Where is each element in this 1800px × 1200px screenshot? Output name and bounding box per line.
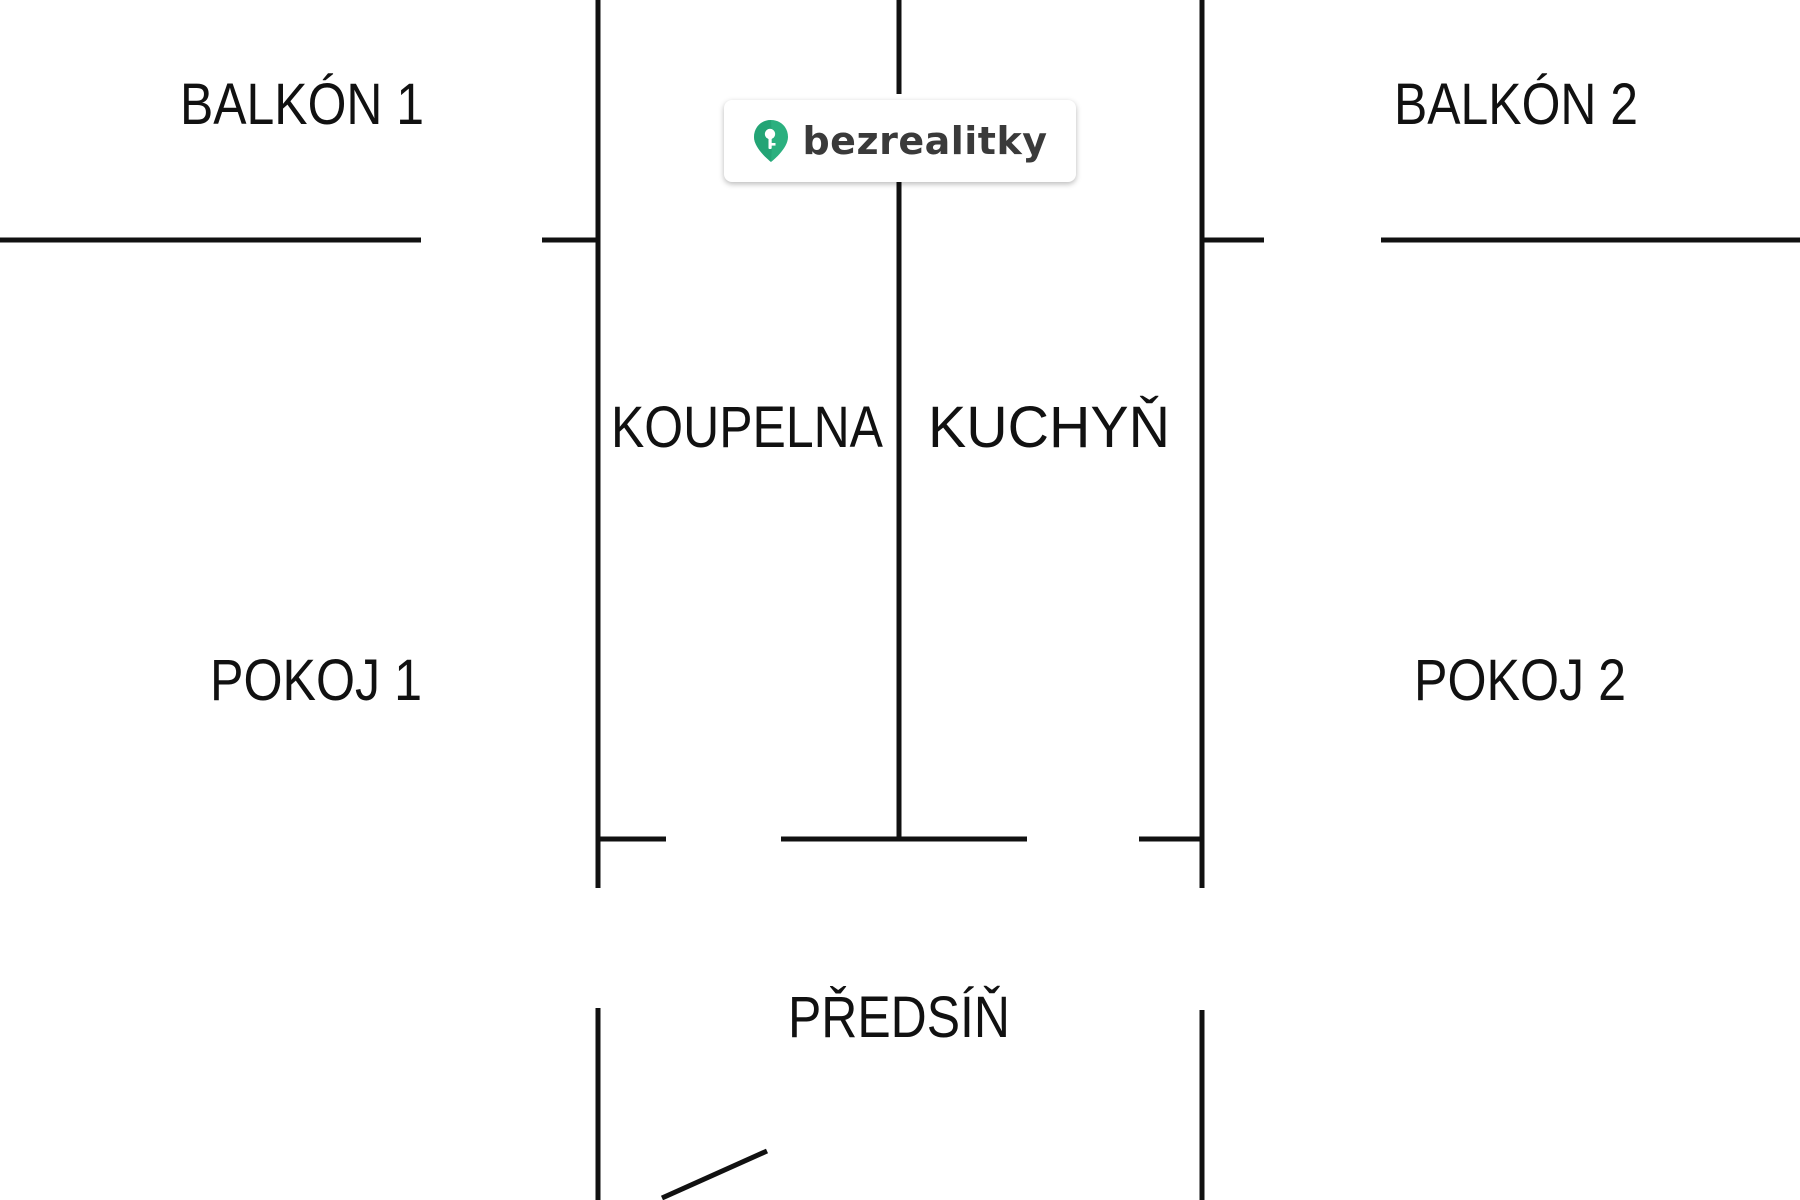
room-label-koupelna: KOUPELNA [611, 395, 883, 460]
room-label-balkon1: BALKÓN 1 [180, 72, 424, 137]
room-label-balkon2: BALKÓN 2 [1394, 72, 1638, 137]
room-label-pokoj2: POKOJ 2 [1414, 648, 1626, 713]
room-labels: BALKÓN 1 BALKÓN 2 KOUPELNA KUCHYŇ POKOJ … [180, 72, 1638, 1050]
room-label-kuchyn: KUCHYŇ [928, 395, 1170, 460]
room-label-pokoj1: POKOJ 1 [210, 648, 422, 713]
logo-text: bezrealitky [802, 119, 1048, 163]
entrance-door [660, 1148, 769, 1200]
bezrealitky-logo: bezrealitky [724, 100, 1076, 182]
location-pin-key-icon [754, 120, 789, 162]
room-label-predsin: PŘEDSÍŇ [788, 985, 1010, 1050]
